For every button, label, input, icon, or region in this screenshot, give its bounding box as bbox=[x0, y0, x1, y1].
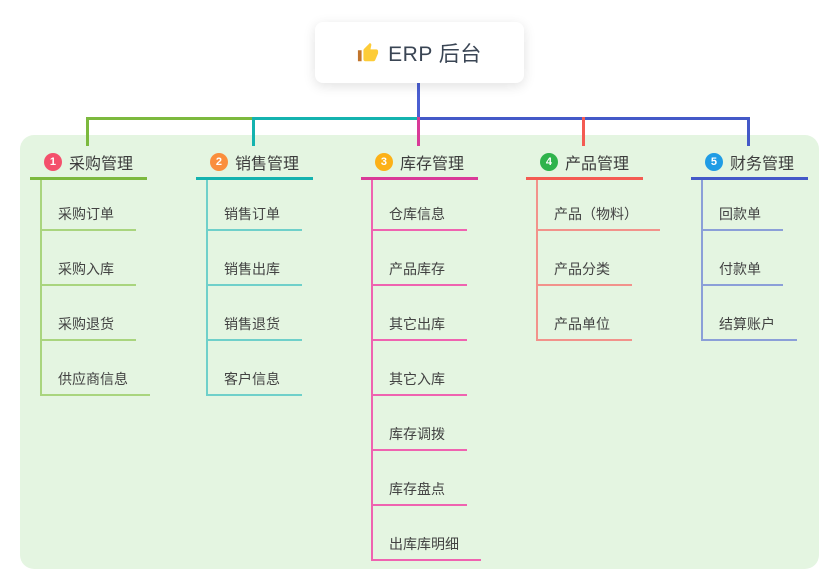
root-node[interactable]: ERP 后台 bbox=[315, 22, 524, 83]
mindmap-panel bbox=[20, 135, 819, 569]
child-item[interactable]: 付款单 bbox=[703, 231, 783, 286]
thumbs-up-icon bbox=[357, 42, 379, 64]
branch-3-title[interactable]: 3 库存管理 bbox=[361, 146, 478, 180]
branch-4-badge: 4 bbox=[539, 152, 558, 171]
child-label: 产品分类 bbox=[554, 261, 610, 277]
branch-5-children: 回款单 付款单 结算账户 bbox=[701, 180, 797, 341]
branch-2-children: 销售订单 销售出库 销售退货 客户信息 bbox=[206, 180, 302, 396]
child-item[interactable]: 其它出库 bbox=[373, 286, 467, 341]
child-label: 产品单位 bbox=[554, 316, 610, 332]
child-label: 销售退货 bbox=[224, 316, 280, 332]
child-item[interactable]: 其它入库 bbox=[373, 341, 467, 396]
child-item[interactable]: 回款单 bbox=[703, 180, 783, 231]
child-label: 结算账户 bbox=[719, 316, 775, 332]
connector-branch-5-vertical bbox=[747, 117, 750, 146]
child-label: 产品（物料） bbox=[554, 206, 638, 222]
branch-2-badge: 2 bbox=[209, 152, 228, 171]
connector-root-vertical bbox=[417, 82, 420, 120]
child-label: 销售出库 bbox=[224, 261, 280, 277]
child-item[interactable]: 采购退货 bbox=[42, 286, 136, 341]
child-label: 付款单 bbox=[719, 261, 761, 277]
branch-title-label: 库存管理 bbox=[399, 155, 464, 173]
child-item[interactable]: 销售退货 bbox=[208, 286, 302, 341]
branch-1-children: 采购订单 采购入库 采购退货 供应商信息 bbox=[40, 180, 150, 396]
connector-branch-1-horizontal bbox=[87, 117, 255, 120]
root-label: ERP 后台 bbox=[388, 42, 482, 66]
child-label: 产品库存 bbox=[389, 261, 445, 277]
branch-title-label: 财务管理 bbox=[729, 155, 794, 173]
child-item[interactable]: 采购订单 bbox=[42, 180, 136, 231]
connector-branch-2-vertical bbox=[252, 117, 255, 146]
connector-branch-2-horizontal bbox=[255, 117, 418, 120]
child-label: 仓库信息 bbox=[389, 206, 445, 222]
child-item[interactable]: 产品（物料） bbox=[538, 180, 660, 231]
child-item[interactable]: 销售订单 bbox=[208, 180, 302, 231]
child-label: 回款单 bbox=[719, 206, 761, 222]
child-label: 出库库明细 bbox=[389, 536, 459, 552]
child-label: 客户信息 bbox=[224, 371, 280, 387]
branch-title-label: 产品管理 bbox=[564, 155, 629, 173]
child-label: 库存调拨 bbox=[389, 426, 445, 442]
child-label: 供应商信息 bbox=[58, 371, 128, 387]
branch-2-title[interactable]: 2 销售管理 bbox=[196, 146, 313, 180]
child-label: 其它入库 bbox=[389, 371, 445, 387]
child-item[interactable]: 出库库明细 bbox=[373, 506, 481, 561]
child-label: 采购入库 bbox=[58, 261, 114, 277]
child-item[interactable]: 库存调拨 bbox=[373, 396, 467, 451]
connector-branch-1-vertical bbox=[86, 117, 89, 146]
child-item[interactable]: 产品库存 bbox=[373, 231, 467, 286]
connector-branch-4-vertical bbox=[582, 117, 585, 146]
child-label: 其它出库 bbox=[389, 316, 445, 332]
branch-title-label: 采购管理 bbox=[68, 155, 133, 173]
child-item[interactable]: 销售出库 bbox=[208, 231, 302, 286]
child-item[interactable]: 结算账户 bbox=[703, 286, 797, 341]
connector-branch-3-vertical bbox=[417, 117, 420, 146]
branch-3-badge: 3 bbox=[374, 152, 393, 171]
child-label: 库存盘点 bbox=[389, 481, 445, 497]
branch-1-title[interactable]: 1 采购管理 bbox=[30, 146, 147, 180]
child-item[interactable]: 供应商信息 bbox=[42, 341, 150, 396]
branch-4-title[interactable]: 4 产品管理 bbox=[526, 146, 643, 180]
child-item[interactable]: 产品单位 bbox=[538, 286, 632, 341]
branch-5-title[interactable]: 5 财务管理 bbox=[691, 146, 808, 180]
branch-title-label: 销售管理 bbox=[234, 155, 299, 173]
branch-1-badge: 1 bbox=[43, 152, 62, 171]
child-item[interactable]: 仓库信息 bbox=[373, 180, 467, 231]
child-item[interactable]: 产品分类 bbox=[538, 231, 632, 286]
branch-5-badge: 5 bbox=[704, 152, 723, 171]
branch-4-children: 产品（物料） 产品分类 产品单位 bbox=[536, 180, 660, 341]
child-item[interactable]: 客户信息 bbox=[208, 341, 302, 396]
child-label: 销售订单 bbox=[224, 206, 280, 222]
child-label: 采购退货 bbox=[58, 316, 114, 332]
child-label: 采购订单 bbox=[58, 206, 114, 222]
child-item[interactable]: 库存盘点 bbox=[373, 451, 467, 506]
child-item[interactable]: 采购入库 bbox=[42, 231, 136, 286]
branch-3-children: 仓库信息 产品库存 其它出库 其它入库 库存调拨 库存盘点 出库库明细 bbox=[371, 180, 481, 561]
